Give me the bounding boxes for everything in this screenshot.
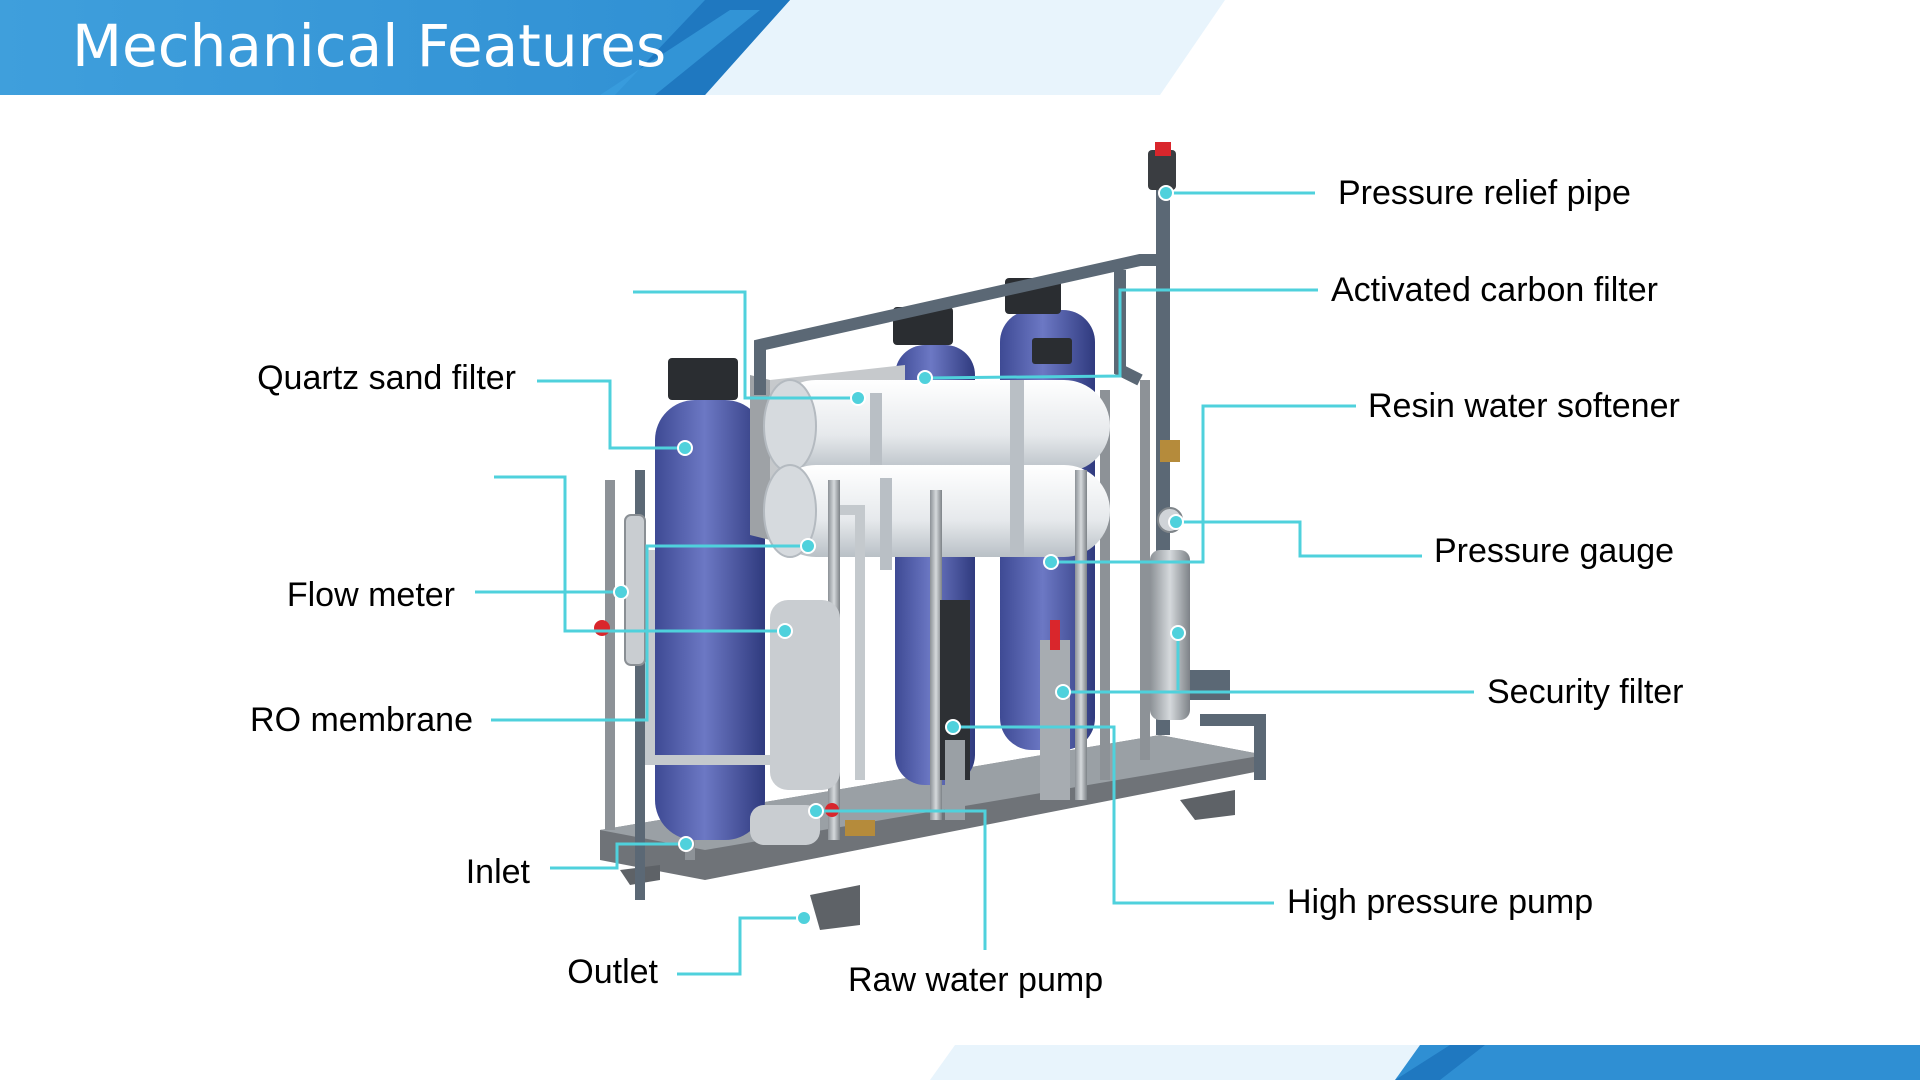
dot-security-filter	[1055, 684, 1071, 700]
label-security-filter: Security filter	[1487, 673, 1684, 711]
leader-raw-water-pump	[816, 809, 987, 950]
leader-resin-water-softener	[1051, 404, 1356, 564]
dot-quartz-sand-filter-secondary	[850, 390, 866, 406]
leader-pressure-gauge	[1176, 520, 1422, 558]
label-activated-carbon-filter: Activated carbon filter	[1331, 271, 1658, 309]
leader-outlet	[677, 916, 804, 976]
leader-inlet	[550, 842, 686, 870]
label-flow-meter: Flow meter	[286, 576, 455, 614]
label-pressure-gauge: Pressure gauge	[1434, 532, 1675, 570]
leader-activated-carbon-filter	[924, 288, 1318, 380]
dot-quartz-sand-filter	[677, 440, 693, 456]
label-raw-water-pump: Raw water pump	[848, 961, 1104, 999]
label-ro-membrane: RO membrane	[250, 701, 473, 739]
dot-high-pressure-pump	[945, 719, 961, 735]
leader-ro-membrane	[491, 544, 808, 722]
label-high-pressure-pump: High pressure pump	[1287, 883, 1594, 921]
leader-quartz-sand-filter	[537, 379, 685, 450]
dot-raw-water-pump	[808, 803, 824, 819]
dot-pressure-gauge	[1168, 514, 1184, 530]
dot-resin-water-softener	[1043, 554, 1059, 570]
leader-flow-meter-secondary	[494, 475, 785, 633]
dot-pressure-relief-pipe	[1158, 185, 1174, 201]
label-resin-water-softener: Resin water softener	[1368, 387, 1680, 425]
footer-band	[930, 1045, 1920, 1080]
dot-outlet	[796, 910, 812, 926]
page-title: Mechanical Features	[72, 12, 667, 80]
dot-activated-carbon-filter	[917, 370, 933, 386]
dot-inlet	[678, 836, 694, 852]
dot-flow-meter-secondary	[777, 623, 793, 639]
label-outlet: Outlet	[567, 953, 658, 991]
header-band	[0, 0, 1225, 95]
dot-flow-meter	[613, 584, 629, 600]
label-quartz-sand-filter: Quartz sand filter	[257, 359, 516, 397]
dot-ro-membrane	[800, 538, 816, 554]
leader-quartz-sand-filter-secondary	[633, 290, 858, 400]
label-inlet: Inlet	[465, 853, 530, 891]
leader-high-pressure-pump	[953, 725, 1274, 905]
label-pressure-relief-pipe: Pressure relief pipe	[1338, 174, 1631, 212]
dot-security-filter-secondary	[1170, 625, 1186, 641]
